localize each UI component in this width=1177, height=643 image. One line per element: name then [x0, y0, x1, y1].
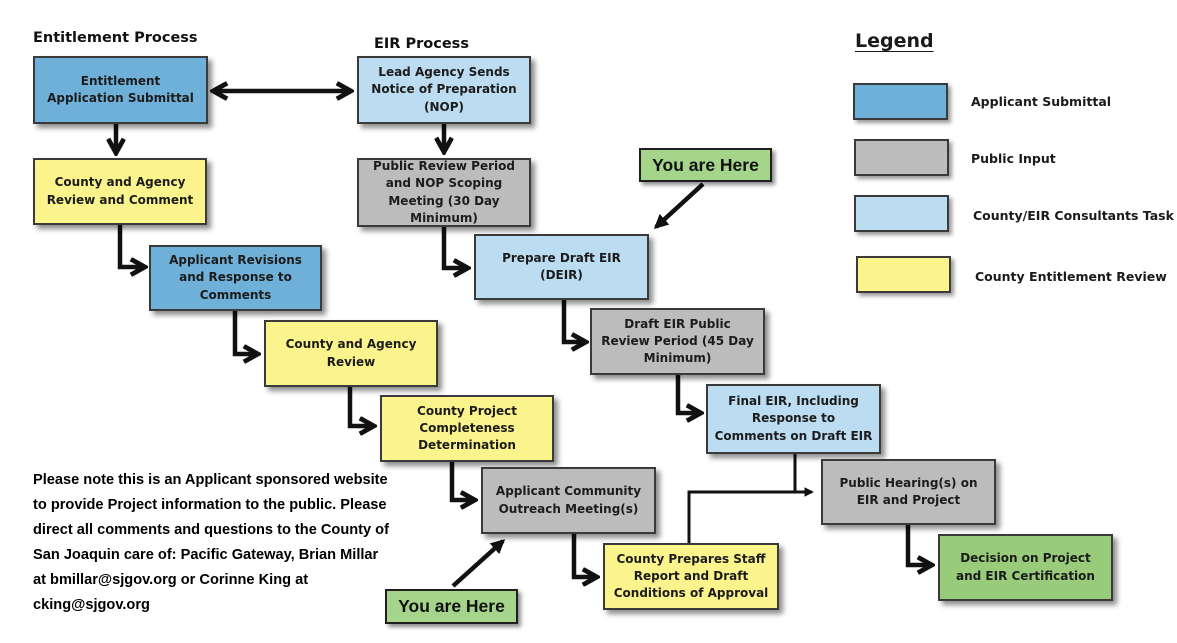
legend-label-county-eir-task: County/EIR Consultants Task [973, 208, 1174, 223]
step-applicant-outreach: Applicant Community Outreach Meeting(s) [481, 467, 656, 534]
legend-swatch-county-eir-task [854, 195, 949, 232]
step-lead-agency-nop: Lead Agency Sends Notice of Preparation … [357, 56, 531, 124]
you-are-here-top: You are Here [639, 148, 772, 182]
legend-swatch-applicant-submittal [853, 83, 948, 120]
step-county-agency-review: County and Agency Review [264, 320, 438, 387]
step-final-eir: Final EIR, Including Response to Comment… [706, 384, 881, 454]
legend-label-county-entitlement-review: County Entitlement Review [975, 269, 1167, 284]
applicant-website-note: Please note this is an Applicant sponsor… [33, 472, 389, 614]
entitlement-process-header: Entitlement Process [33, 30, 198, 46]
legend-label-applicant-submittal: Applicant Submittal [971, 94, 1112, 109]
pointer-top-arrow [653, 182, 705, 229]
legend-swatch-public-input [854, 139, 949, 176]
step-entitlement-application: Entitlement Application Submittal [33, 56, 208, 124]
pointer-bottom-arrow [451, 539, 506, 588]
step-prepare-draft-eir: Prepare Draft EIR (DEIR) [474, 234, 649, 300]
connector-revisions-countyreview [232, 311, 258, 354]
step-public-hearings: Public Hearing(s) on EIR and Project [821, 459, 996, 525]
step-county-staff-report: County Prepares Staff Report and Draft C… [603, 543, 779, 610]
legend-swatch-county-entitlement-review [856, 256, 951, 293]
connector-draft-publicreview [561, 300, 586, 342]
eir-process-header: EIR Process [374, 36, 469, 52]
connector-staffreport-hearing [687, 490, 800, 543]
connector-publicreview-final [675, 375, 701, 413]
you-are-here-bottom: You are Here [385, 589, 518, 624]
step-draft-eir-public-review: Draft EIR Public Review Period (45 Day M… [590, 308, 765, 375]
connector-hearing-decision [905, 525, 932, 565]
legend-title: Legend [855, 30, 934, 52]
connector-scoping-draft [441, 227, 468, 268]
connector-outreach-staffreport [571, 534, 597, 577]
legend-label-public-input: Public Input [971, 151, 1056, 166]
connector-review-revisions [117, 225, 145, 267]
step-county-agency-review-comment: County and Agency Review and Comment [33, 158, 207, 225]
step-county-project-completeness: County Project Completeness Determinatio… [380, 395, 554, 462]
step-decision: Decision on Project and EIR Certificatio… [938, 534, 1113, 601]
step-public-review-nop-scoping: Public Review Period and NOP Scoping Mee… [357, 158, 531, 227]
connector-final-hearing [793, 454, 814, 497]
connector-countyreview-completeness [347, 387, 374, 426]
step-applicant-revisions: Applicant Revisions and Response to Comm… [149, 245, 322, 311]
connector-completeness-outreach [449, 462, 475, 500]
